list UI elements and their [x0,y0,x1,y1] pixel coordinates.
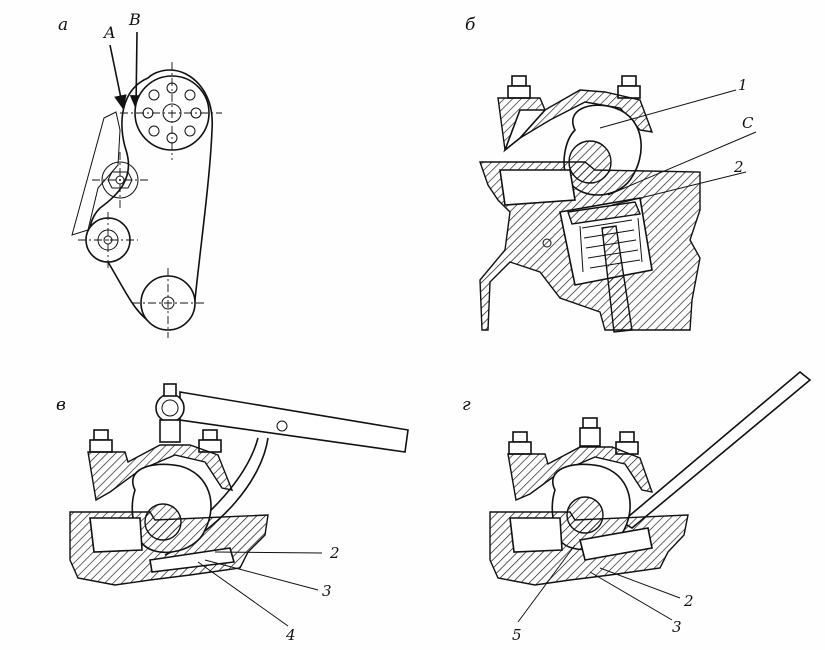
v-bolts [89,429,222,453]
g-cavity [509,517,563,553]
leader-g3 [589,571,673,621]
v-tappet [149,547,236,573]
screwdriver-rod [620,370,812,529]
head-cavity-left [499,169,576,206]
mark-A: A [102,23,116,42]
mark-B: B [128,10,141,29]
cover-left [503,109,547,153]
leader-v2 [214,551,323,554]
g-cam-housing [507,446,654,501]
leader-1 [599,89,737,129]
callout-C: C [742,114,754,132]
arrow-B [129,31,143,110]
callout-1: 1 [738,76,748,94]
callout-v2: 2 [329,544,340,562]
panel-g-letter: г [462,395,471,415]
g-bolts [508,417,639,455]
oil-hole [542,238,552,248]
leader-g5 [517,544,576,623]
tensioner-bracket [71,111,121,236]
idler-pulley [101,161,139,199]
leader-g2 [599,567,681,599]
lever-clamp [155,393,185,423]
v-cavity [89,517,143,553]
panel-g: г 5 2 3 [462,370,812,644]
lever-pivot-hole [276,420,288,432]
leader-v3 [204,559,319,591]
valve-stem [601,225,633,333]
panel-b: б 1 C 2 [465,15,757,333]
v-cam-housing [87,444,234,502]
callout-g2: 2 [683,592,694,610]
panel-a-letter: а [58,15,68,35]
panel-b-letter: б [465,15,476,35]
leader-v4 [197,561,289,627]
leader-C [607,131,757,196]
callout-g3: 3 [672,618,682,636]
head-bolts [507,75,641,99]
callout-v4: 4 [285,626,296,644]
arrow-A [109,44,127,110]
leader-2 [611,171,747,206]
callout-g5: 5 [512,626,522,644]
clamp-bolt [163,383,177,397]
callout-v3: 3 [322,582,332,600]
g-tappet-tool [579,527,653,561]
callout-2: 2 [733,158,744,176]
cam-housing [497,89,654,152]
panel-v-letter: в [56,395,66,415]
panel-a: а A B [58,10,222,338]
clamp-stud [159,419,181,443]
panel-v: в 2 3 4 [56,383,409,644]
